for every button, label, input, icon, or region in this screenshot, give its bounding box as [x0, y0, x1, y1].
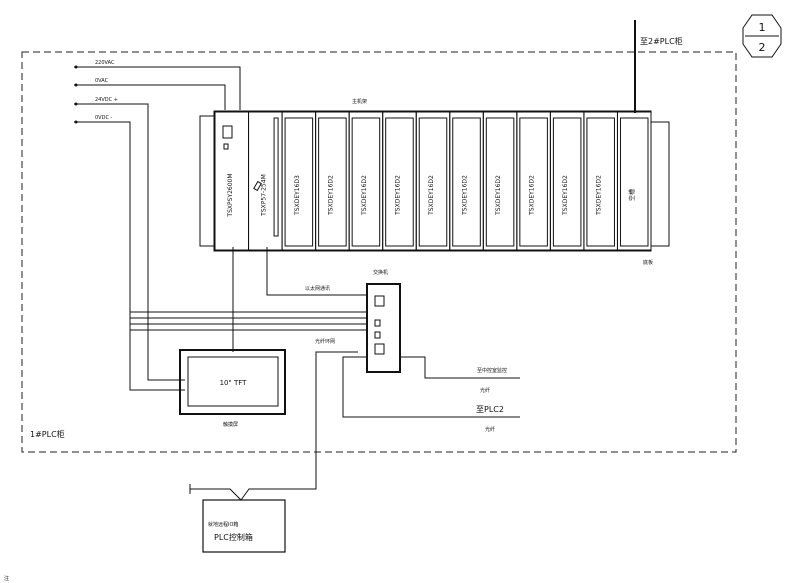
bus-lines	[130, 311, 367, 331]
network-switch	[366, 283, 401, 373]
rack-module-1: TSXP57-254M	[248, 111, 283, 251]
rack-module-7: TSXDEY16D2	[449, 111, 484, 251]
power-feed-dots	[74, 65, 78, 124]
rack-module-5: TSXDEY16D2	[382, 111, 417, 251]
sheet-total: 2	[759, 41, 766, 54]
rack-right-bracket	[650, 121, 670, 247]
plc2-link-label: 至PLC2	[476, 405, 504, 414]
scada-link-label: 至中控室监控	[477, 367, 507, 374]
rack-module-label: TSXDEY16D2	[428, 175, 435, 216]
switch-uplinks	[240, 351, 520, 501]
rack-module-label: TSXP57-254M	[260, 174, 267, 217]
rack-module-9: TSXDEY16D2	[516, 111, 551, 251]
rack-module-4: TSXDEY16D2	[348, 111, 384, 251]
rack-module-11: TSXDEY16D2	[583, 111, 618, 251]
rack-module-12: 空槽	[616, 111, 652, 251]
rack-module-label: TSXDEY16D2	[361, 175, 368, 216]
feed-label-24vdc: 24VDC +	[95, 97, 118, 103]
rack-module-label: TSXDEY16D2	[462, 175, 469, 216]
rack-module-label: TSXDEY16D2	[562, 175, 569, 216]
rack-module-3: TSXDEY16D2	[315, 111, 350, 251]
rack-module-label: TSXDEY16D2	[495, 175, 502, 216]
main-cabinet-label: 1#PLC柜	[30, 429, 65, 439]
rack-module-label: TSXDEY16D3	[294, 175, 301, 216]
feed-label-0vac: 0VAC	[95, 78, 109, 84]
field-box-line1: 就地远程IO箱	[208, 521, 238, 528]
field-box-cabling	[189, 484, 242, 501]
rack-module-0: TSXPSY2600M	[214, 111, 250, 251]
sheet-current: 1	[759, 21, 766, 34]
power-feed-lines	[74, 66, 241, 391]
rack-module-label: TSXDEY16D2	[596, 175, 603, 216]
rack-module-6: TSXDEY16D2	[415, 111, 451, 251]
field-remote-io-box	[202, 499, 286, 553]
hmi-screen-text: 10" TFT	[220, 379, 248, 387]
footnote: 注	[4, 575, 9, 582]
rack-module-label: 空槽	[628, 189, 636, 201]
feed-label-0vdc: 0VDC -	[95, 115, 113, 121]
rack-module-label: TSXDEY16D2	[529, 175, 536, 216]
sheet-number-badge: 1 2	[742, 14, 782, 58]
field-box-line2: PLC控制箱	[214, 532, 253, 542]
ethernet-label: 以太网通讯	[305, 285, 330, 292]
switch-label: 交换机	[373, 269, 388, 276]
rack-modules: TSXPSY2600M TSXP57-254M TSXDEY16D3 TSXDEY16…	[214, 111, 652, 251]
fiber-label-1: 光纤	[480, 387, 490, 394]
rack-title: 主机架	[352, 98, 367, 105]
remote-cabinet-label: 至2#PLC柜	[640, 36, 683, 46]
hmi-touch-panel	[179, 349, 286, 415]
rack-module-8: TSXDEY16D2	[482, 111, 518, 251]
rack-module-2: TSXDEY16D3	[281, 111, 317, 251]
fiber-ring-label: 光纤环网	[315, 338, 335, 345]
rack-cabling	[232, 247, 367, 352]
rack-left-bracket	[199, 115, 215, 247]
feed-label-220vac: 220VAC	[95, 60, 115, 66]
rack-module-10: TSXDEY16D2	[549, 111, 585, 251]
rack-right-label: 底板	[643, 259, 653, 266]
rack-module-label: TSXDEY16D2	[327, 175, 334, 216]
rack-module-label: TSXDEY16D2	[394, 175, 401, 216]
hmi-label: 触摸屏	[223, 421, 238, 428]
rack-module-label: TSXPSY2600M	[227, 173, 234, 217]
cabinet-boundary	[21, 51, 737, 453]
fiber-label-2: 光纤	[485, 426, 495, 433]
